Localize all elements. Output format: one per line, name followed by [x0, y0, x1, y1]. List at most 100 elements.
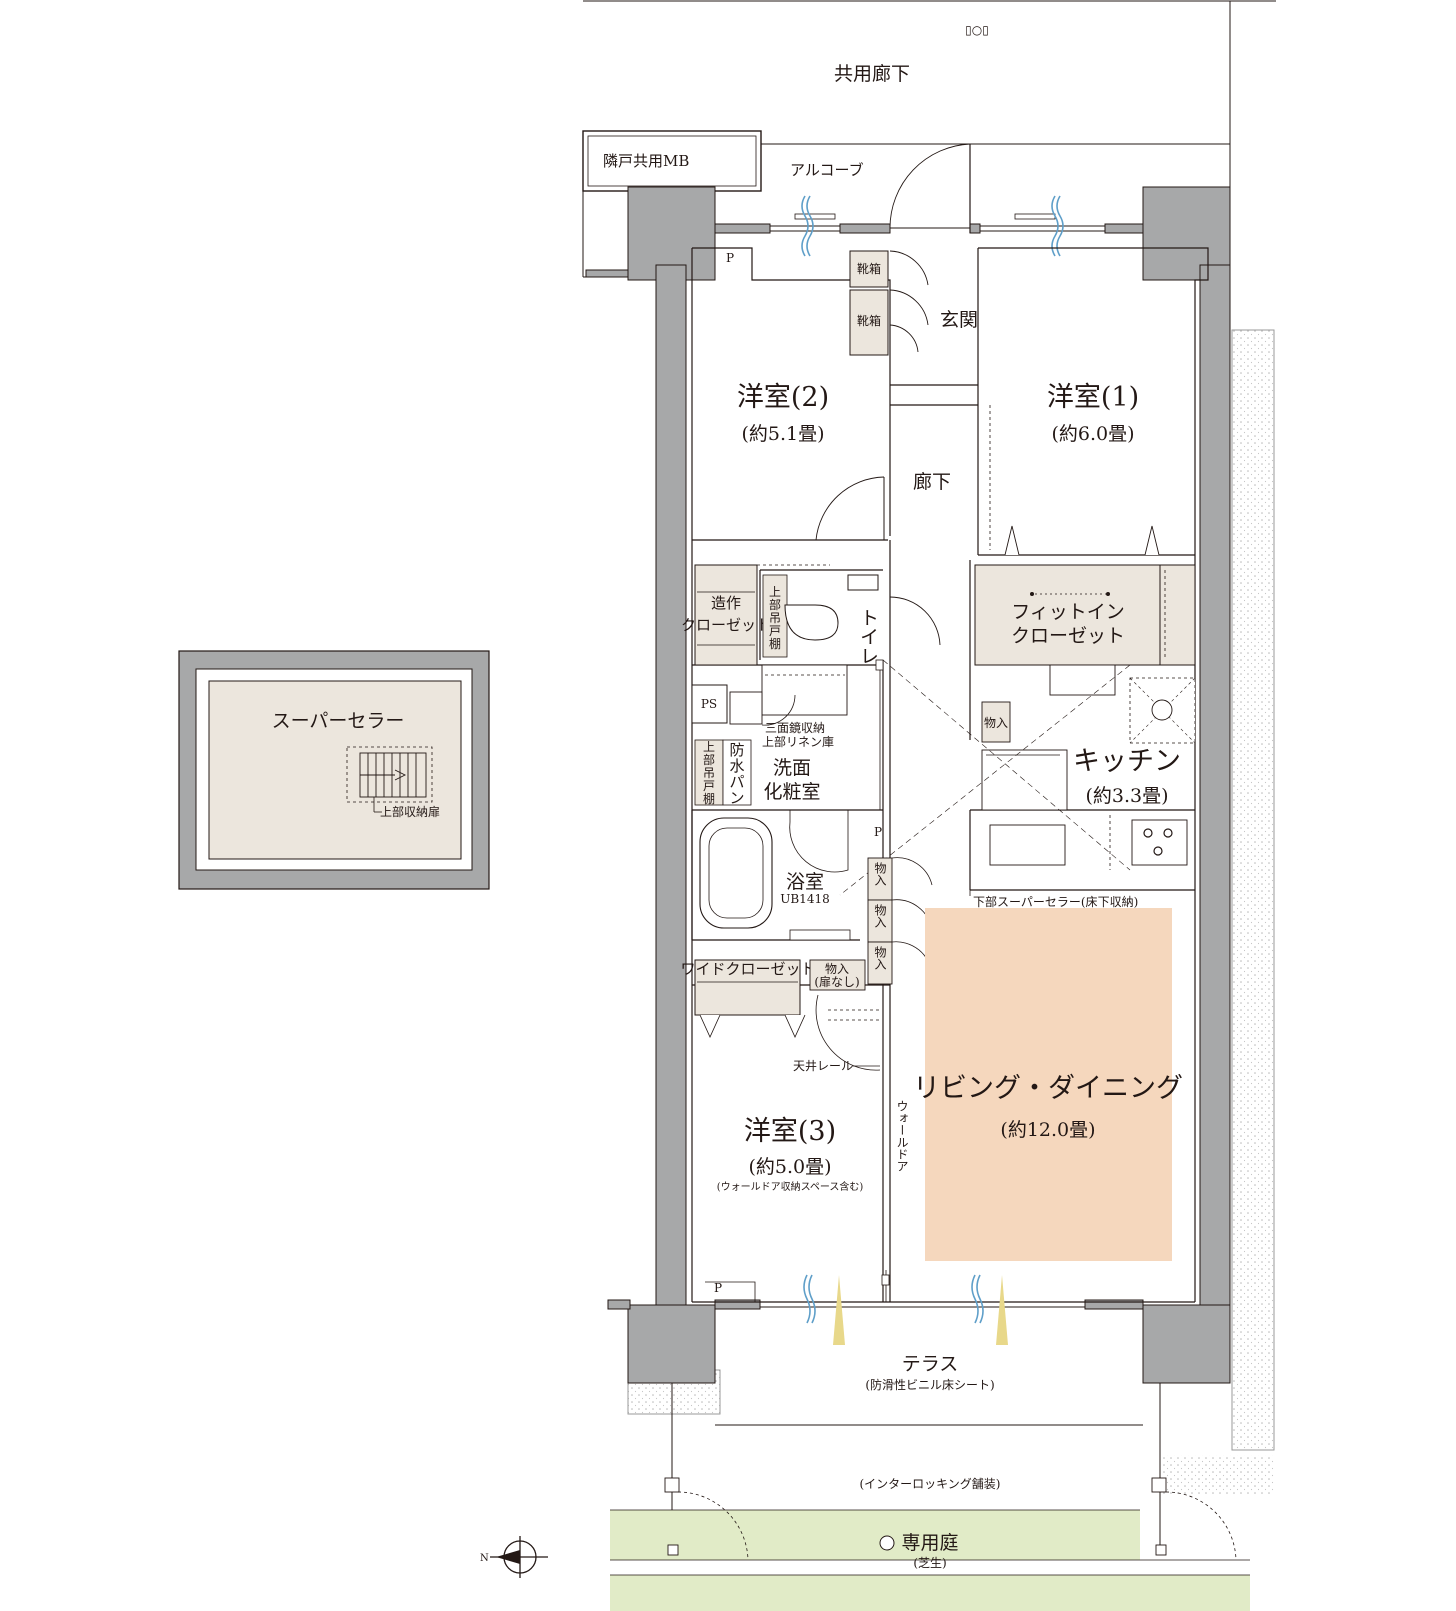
- entrance-label: 玄関: [940, 309, 978, 331]
- svg-text:物入: 物入: [873, 904, 887, 928]
- garden-label: 専用庭: [901, 1532, 958, 1554]
- compass-icon: [490, 1536, 548, 1578]
- washroom-label-1: 洗面: [773, 757, 811, 779]
- western1-size: (約6.0畳): [1051, 423, 1134, 445]
- store-kitchen: [981, 701, 1011, 743]
- svg-text:ン: ン: [729, 789, 744, 807]
- top-marker: ▯○▯: [965, 23, 989, 37]
- hall-label: 廊下: [913, 471, 951, 493]
- svg-text:(扉なし): (扉なし): [814, 975, 859, 989]
- svg-text:水: 水: [729, 757, 744, 775]
- svg-text:戸: 戸: [769, 624, 781, 638]
- burner-icon: [1143, 828, 1173, 856]
- window-bottom: [760, 1274, 1085, 1345]
- western3-size: (約5.0畳): [748, 1156, 831, 1178]
- svg-text:物入: 物入: [873, 862, 887, 886]
- living-dining: [925, 908, 1172, 1261]
- bath-code: UB1418: [780, 892, 829, 906]
- svg-text:上: 上: [769, 585, 781, 599]
- linen-storage-label: 上部リネン庫: [762, 734, 834, 749]
- cellar-title: スーパーセラー: [272, 710, 405, 732]
- neighbor-mb-label: 隣戸共用MB: [603, 152, 689, 170]
- upper-cabinet-wash: 上 部 吊 戸 棚: [703, 740, 715, 806]
- fitin-label-2: クローゼット: [1011, 625, 1125, 647]
- built-closet-label-2: クローゼット: [681, 616, 771, 634]
- common-corridor-label: 共用廊下: [834, 63, 910, 85]
- wall-right: [1199, 264, 1231, 1311]
- shoe-box-2-label: 靴箱: [857, 313, 881, 328]
- fitin-label-1: フィットイン: [1011, 601, 1125, 623]
- cooktop: [1131, 819, 1188, 866]
- alcove-label: アルコーブ: [790, 161, 864, 179]
- upper-cabinet-toilet: 上 部 吊 戸 棚: [769, 585, 781, 651]
- private-garden: [610, 1510, 1140, 1560]
- svg-text:部: 部: [703, 752, 715, 767]
- svg-text:上: 上: [703, 740, 715, 754]
- super-cellar-inset: スーパーセラー 上部収納扉: [178, 650, 490, 890]
- svg-text:物入: 物入: [825, 962, 849, 976]
- svg-text:部: 部: [769, 597, 781, 612]
- built-closet: [694, 564, 758, 666]
- planter-corner: [1162, 1455, 1274, 1495]
- fitin-closet: [974, 564, 1161, 666]
- paving-label: (インターロッキング舗装): [859, 1477, 1000, 1491]
- stair-icon: [359, 752, 427, 798]
- toilet-fixture: [784, 574, 879, 641]
- waterproof-pan: 防 水 パ ン: [729, 741, 744, 807]
- svg-text:棚: 棚: [769, 636, 781, 651]
- garden-note: (芝生): [913, 1555, 946, 1570]
- compass-label: N: [480, 1553, 489, 1564]
- svg-text:棚: 棚: [703, 791, 715, 806]
- washroom-label-2: 化粧室: [763, 781, 820, 803]
- svg-text:戸: 戸: [703, 779, 715, 793]
- western2-size: (約5.1畳): [741, 423, 824, 445]
- wall-column-bottom-left: [627, 1304, 716, 1384]
- p-bath: P: [874, 825, 882, 839]
- living-size: (約12.0畳): [1000, 1119, 1095, 1141]
- svg-text:物入: 物入: [984, 716, 1008, 730]
- p-bottom-left: P: [714, 1281, 722, 1295]
- terrace-label: テラス: [902, 1353, 959, 1375]
- kitchen-size: (約3.3畳): [1085, 785, 1168, 807]
- toilet-label-1: トイレ: [857, 608, 879, 665]
- planter-strip: [1231, 329, 1275, 1451]
- store-column: 物入 物入 物入: [867, 857, 893, 985]
- western3-note: (ウォールドア収納スペース含む): [717, 1180, 864, 1193]
- ps-shaft: [691, 684, 728, 724]
- western1-name: 洋室(1): [1047, 382, 1139, 413]
- shoe-box-2: [849, 289, 889, 356]
- svg-text:パ: パ: [729, 773, 744, 791]
- svg-text:物入: 物入: [873, 946, 887, 970]
- wall-column-bottom-right: [1142, 1304, 1231, 1384]
- wall-door-label: ウォールドア: [895, 1100, 909, 1172]
- shoe-box-1: [849, 250, 889, 288]
- garden-marker-icon: [879, 1535, 895, 1551]
- kitchen-name: キッチン: [1073, 746, 1181, 777]
- western2-name: 洋室(2): [737, 382, 829, 413]
- shoe-box-1-label: 靴箱: [857, 261, 881, 276]
- ps-label: PS: [701, 697, 717, 711]
- window-top-left: [770, 195, 840, 257]
- store-no-door: [809, 959, 866, 991]
- bath-label: 浴室: [786, 871, 824, 893]
- svg-text:吊: 吊: [703, 766, 715, 780]
- ceiling-rail-label: 天井レール: [793, 1059, 853, 1073]
- western3-name: 洋室(3): [744, 1116, 836, 1147]
- mirror-storage-label: 三面鏡収納: [765, 720, 825, 735]
- wide-closet: [694, 959, 801, 1016]
- wall-left: [655, 264, 687, 1311]
- bathtub: [699, 817, 773, 929]
- living-name: リビング・ダイニング: [913, 1073, 1183, 1104]
- built-closet-label-1: 造作: [711, 594, 741, 612]
- garden-posts: [664, 1477, 1167, 1556]
- cellar-door-label: 上部収納扉: [380, 804, 440, 819]
- p-top-left: P: [726, 251, 734, 265]
- svg-text:吊: 吊: [769, 611, 781, 625]
- terrace-note: (防滑性ビニル床シート): [865, 1377, 994, 1392]
- wide-closet-label: ワイドクローゼット: [680, 960, 815, 978]
- svg-text:防: 防: [729, 741, 744, 759]
- window-top-right: [980, 195, 1105, 257]
- entrance-door: [889, 143, 971, 233]
- cellar-note: 下部スーパーセラー(床下収納): [973, 894, 1138, 909]
